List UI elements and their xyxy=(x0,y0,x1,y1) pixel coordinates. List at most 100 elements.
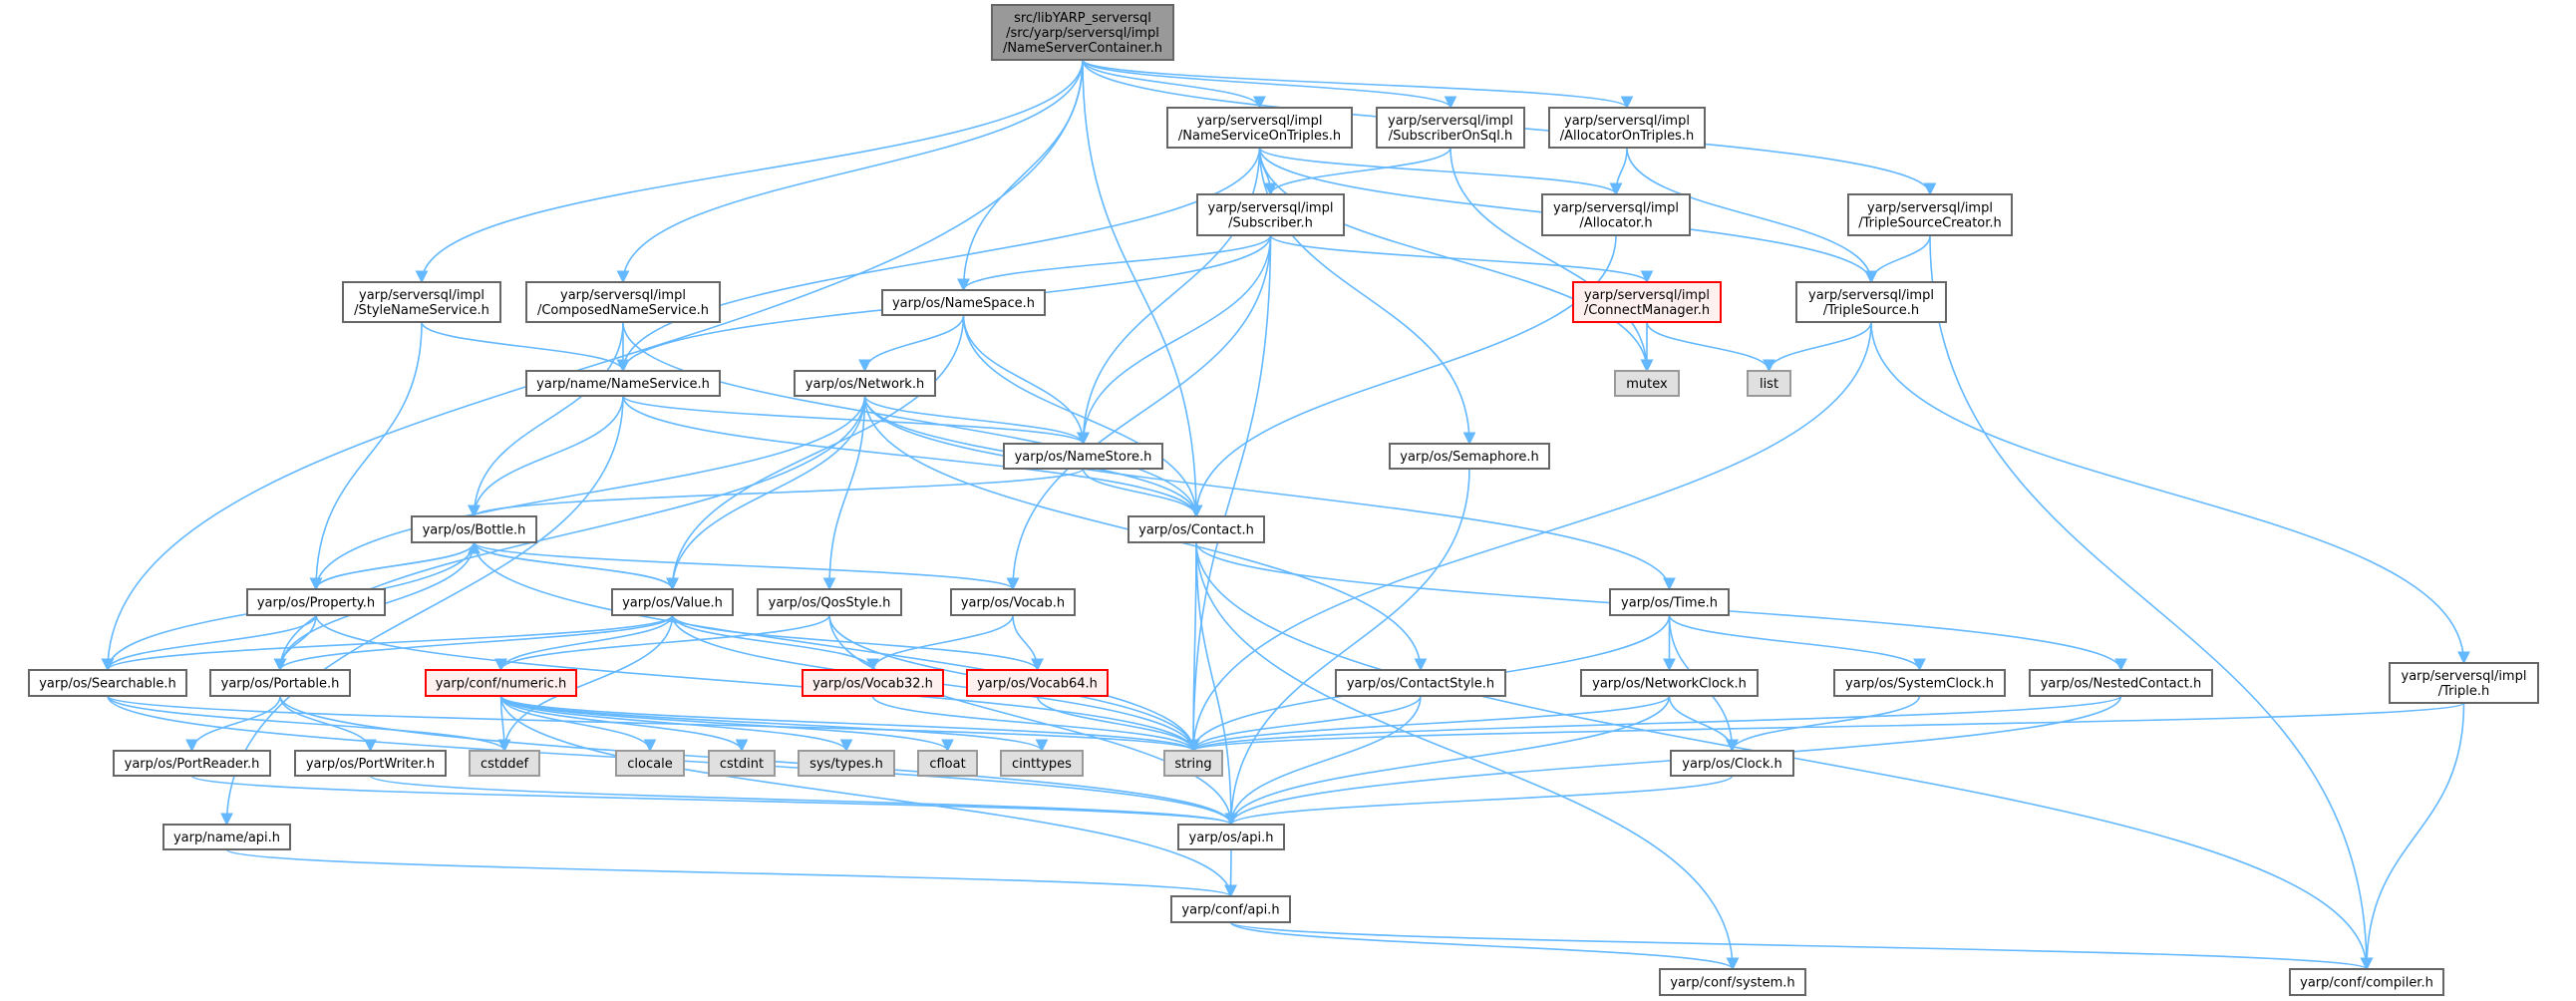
node-clocale[interactable]: clocale xyxy=(615,750,685,777)
node-clock[interactable]: yarp/os/Clock.h xyxy=(1670,750,1794,777)
edge-tscreator-to-confcompiler xyxy=(1929,234,2374,971)
edge-subsql-to-subscriber xyxy=(1264,147,1451,196)
node-label: yarp/serversql/impl xyxy=(1553,201,1679,216)
node-cstddef[interactable]: cstddef xyxy=(469,750,540,777)
node-label: cinttypes xyxy=(1012,757,1072,772)
node-box xyxy=(1163,750,1223,777)
edge-network-to-time xyxy=(863,395,1676,591)
node-qosstyle[interactable]: yarp/os/QosStyle.h xyxy=(757,588,902,616)
edge-vocab-to-vocab64 xyxy=(1012,614,1044,672)
node-connmgr[interactable]: yarp/serversql/impl/ConnectManager.h xyxy=(1572,281,1722,323)
node-box xyxy=(1177,824,1285,850)
node-label: yarp/os/Vocab64.h xyxy=(977,677,1098,692)
node-label: yarp/conf/system.h xyxy=(1670,976,1794,991)
node-nsot[interactable]: yarp/serversql/impl/NameServiceOnTriples… xyxy=(1166,107,1353,149)
edge-contact-to-confsystem xyxy=(1195,541,1740,971)
edge-numeric-to-cinttypes xyxy=(499,695,1049,753)
node-bottle[interactable]: yarp/os/Bottle.h xyxy=(411,515,537,543)
node-namestore[interactable]: yarp/os/NameStore.h xyxy=(1003,443,1163,470)
node-label: yarp/os/api.h xyxy=(1189,831,1274,845)
node-list[interactable]: list xyxy=(1747,370,1791,397)
node-numeric[interactable]: yarp/conf/numeric.h xyxy=(425,669,577,697)
node-portable[interactable]: yarp/os/Portable.h xyxy=(209,669,351,697)
node-alloctrip[interactable]: yarp/serversql/impl/AllocatorOnTriples.h xyxy=(1548,107,1706,149)
node-vocab64[interactable]: yarp/os/Vocab64.h xyxy=(966,669,1109,697)
node-vocab32[interactable]: yarp/os/Vocab32.h xyxy=(802,669,944,697)
node-cinttypes[interactable]: cinttypes xyxy=(1000,750,1084,777)
node-subsql[interactable]: yarp/serversql/impl/SubscriberOnSql.h xyxy=(1376,107,1525,149)
node-box xyxy=(2029,669,2213,697)
node-semaphore[interactable]: yarp/os/Semaphore.h xyxy=(1389,443,1550,470)
node-time[interactable]: yarp/os/Time.h xyxy=(1609,588,1730,616)
node-tscreator[interactable]: yarp/serversql/impl/TripleSourceCreator.… xyxy=(1847,193,2013,236)
node-root[interactable]: src/libYARP_serversql/src/yarp/serversql… xyxy=(991,4,1174,61)
node-networkclock[interactable]: yarp/os/NetworkClock.h xyxy=(1580,669,1759,697)
edge-clock-to-osapi xyxy=(1224,775,1734,827)
node-label: yarp/os/NetworkClock.h xyxy=(1592,677,1747,692)
node-box xyxy=(611,588,734,616)
edge-allocator-to-contact xyxy=(1189,234,1617,518)
node-contactstyle[interactable]: yarp/os/ContactStyle.h xyxy=(1335,669,1506,697)
node-network[interactable]: yarp/os/Network.h xyxy=(794,370,936,397)
node-label: /src/yarp/serversql/impl xyxy=(1006,26,1159,41)
node-box xyxy=(162,824,291,850)
node-string[interactable]: string xyxy=(1163,750,1223,777)
edge-nameservice-to-bottle xyxy=(468,395,624,518)
edge-contact-to-osapi xyxy=(1195,541,1238,827)
node-label: /AllocatorOnTriples.h xyxy=(1560,129,1694,144)
node-cstdint[interactable]: cstdint xyxy=(708,750,776,777)
node-label: yarp/os/Clock.h xyxy=(1682,757,1781,772)
node-nameapi[interactable]: yarp/name/api.h xyxy=(162,824,291,850)
edge-vocab-to-vocab32 xyxy=(866,614,1014,672)
node-label: yarp/os/NameSpace.h xyxy=(892,296,1035,311)
node-label: yarp/conf/numeric.h xyxy=(436,677,567,692)
node-box xyxy=(802,669,944,697)
node-cfloat[interactable]: cfloat xyxy=(917,750,978,777)
edge-nameapi-to-confapi xyxy=(225,848,1237,898)
edge-subscriber-to-vocab xyxy=(1006,234,1272,591)
edge-subscriber-to-connmgr xyxy=(1269,234,1654,284)
node-label: yarp/os/Vocab.h xyxy=(961,596,1065,611)
node-box xyxy=(615,750,685,777)
node-label: yarp/os/QosStyle.h xyxy=(769,596,891,611)
node-contact[interactable]: yarp/os/Contact.h xyxy=(1127,515,1265,543)
node-allocator[interactable]: yarp/serversql/impl/Allocator.h xyxy=(1541,193,1691,236)
node-nestedcontact[interactable]: yarp/os/NestedContact.h xyxy=(2029,669,2213,697)
node-label: /NameServiceOnTriples.h xyxy=(1178,129,1341,144)
node-portreader[interactable]: yarp/os/PortReader.h xyxy=(113,750,271,777)
node-label: /SubscriberOnSql.h xyxy=(1389,129,1513,144)
node-triplesource[interactable]: yarp/serversql/impl/TripleSource.h xyxy=(1795,281,1947,323)
edge-network-to-namestore xyxy=(863,395,1090,446)
node-systemclock[interactable]: yarp/os/SystemClock.h xyxy=(1833,669,2006,697)
node-searchable[interactable]: yarp/os/Searchable.h xyxy=(28,669,187,697)
node-vocab[interactable]: yarp/os/Vocab.h xyxy=(950,588,1076,616)
node-subscriber[interactable]: yarp/serversql/impl/Subscriber.h xyxy=(1196,193,1345,236)
node-confapi[interactable]: yarp/conf/api.h xyxy=(1170,895,1291,923)
node-portwriter[interactable]: yarp/os/PortWriter.h xyxy=(294,750,447,777)
node-nameservice[interactable]: yarp/name/NameService.h xyxy=(525,370,721,397)
node-confsystem[interactable]: yarp/conf/system.h xyxy=(1659,968,1806,996)
edge-network-to-portable xyxy=(273,395,866,672)
edge-namespace-to-namestore xyxy=(962,314,1090,446)
node-osapi[interactable]: yarp/os/api.h xyxy=(1177,824,1285,850)
edge-nsot-to-namestore xyxy=(1077,147,1261,446)
node-value[interactable]: yarp/os/Value.h xyxy=(611,588,734,616)
node-property[interactable]: yarp/os/Property.h xyxy=(246,588,386,616)
node-label: yarp/os/Contact.h xyxy=(1138,523,1254,538)
edge-property-to-bottle xyxy=(315,540,481,590)
node-namespace[interactable]: yarp/os/NameSpace.h xyxy=(881,289,1046,316)
node-box xyxy=(1376,107,1525,149)
node-label: /TripleSource.h xyxy=(1823,303,1919,318)
node-composedns[interactable]: yarp/serversql/impl/ComposedNameService.… xyxy=(525,281,721,323)
node-mutex[interactable]: mutex xyxy=(1614,370,1680,397)
node-label: /ConnectManager.h xyxy=(1584,303,1710,318)
edge-connmgr-to-list xyxy=(1646,321,1775,373)
node-confcompiler[interactable]: yarp/conf/compiler.h xyxy=(2289,968,2444,996)
node-triple[interactable]: yarp/serversql/impl/Triple.h xyxy=(2389,662,2539,704)
node-box xyxy=(950,588,1076,616)
node-box xyxy=(1166,107,1353,149)
node-label: /NameServerContainer.h xyxy=(1003,41,1162,56)
node-label: yarp/os/Vocab32.h xyxy=(812,677,933,692)
node-systypes[interactable]: sys/types.h xyxy=(798,750,895,777)
node-stylens[interactable]: yarp/serversql/impl/StyleNameService.h xyxy=(342,281,501,323)
